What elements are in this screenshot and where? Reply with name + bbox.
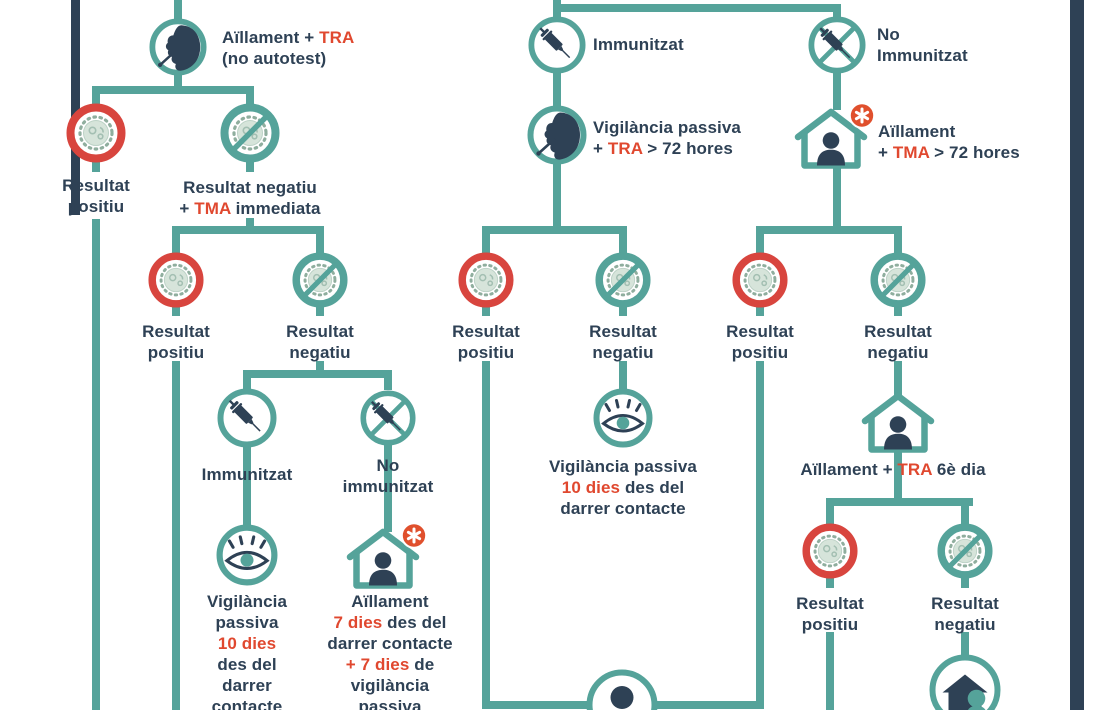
virus-positive-icon xyxy=(148,252,204,308)
connector xyxy=(894,446,902,506)
house-person-filled-circle-icon xyxy=(929,654,1001,710)
syringe-crossed-icon xyxy=(808,16,866,74)
virus-negative-crossed-icon xyxy=(595,252,651,308)
connector xyxy=(826,632,834,710)
house-person-alert-icon xyxy=(343,522,429,592)
virus-negative-crossed-icon xyxy=(937,523,993,579)
label-vigilancia-passiva-10-dies-contacte: Vigilància passiva 10 dies des del darre… xyxy=(549,457,697,518)
connector xyxy=(553,72,561,107)
syringe-icon xyxy=(217,388,277,448)
connector xyxy=(316,361,324,378)
connector xyxy=(384,444,392,532)
frame-edge-left xyxy=(71,0,80,215)
eye-icon xyxy=(593,388,653,448)
connector xyxy=(92,86,254,94)
connector xyxy=(833,72,841,110)
label-aillament-tma-72h: Aïllament + TMA > 72 hores xyxy=(878,122,1020,162)
connector xyxy=(316,305,324,316)
virus-negative-crossed-icon xyxy=(292,252,348,308)
syringe-crossed-icon xyxy=(360,390,416,446)
connector xyxy=(172,226,324,234)
connector xyxy=(619,361,627,389)
connector xyxy=(553,163,561,228)
connector xyxy=(756,305,764,316)
connector xyxy=(246,160,254,172)
connector xyxy=(756,226,764,254)
label-aillament-tra-6e-dia: Aïllament + TRA 6è dia xyxy=(800,460,986,479)
label-vigilancia-passiva-tra-72h: Vigilància passiva + TRA > 72 hores xyxy=(593,118,741,158)
connector xyxy=(826,498,973,506)
connector xyxy=(246,218,254,230)
virus-positive-icon xyxy=(802,523,858,579)
frame-edge-right xyxy=(1070,0,1084,710)
nasal-swab-face-icon xyxy=(149,18,207,76)
connector xyxy=(172,226,180,254)
label-resultat-negatiu-tma: Resultat negatiu + TMA immediata xyxy=(179,178,321,218)
connector xyxy=(482,226,627,234)
connector xyxy=(243,370,251,390)
virus-positive-icon xyxy=(458,252,514,308)
connector xyxy=(174,0,182,20)
label-immunitzat: Immunitzat xyxy=(201,465,293,484)
connector xyxy=(174,74,182,90)
connector xyxy=(92,219,100,710)
label-aillament-tra-root: Aïllament + TRA (no autotest) xyxy=(222,28,355,68)
house-person-icon xyxy=(858,386,938,454)
connector xyxy=(894,361,902,398)
virus-negative-crossed-icon xyxy=(870,252,926,308)
virus-positive-icon xyxy=(732,252,788,308)
connector xyxy=(246,86,254,105)
connector xyxy=(961,576,969,588)
connector xyxy=(961,498,969,525)
connector xyxy=(243,370,392,378)
connector xyxy=(316,226,324,254)
syringe-icon xyxy=(528,16,586,74)
alert-asterisk-badge xyxy=(848,102,876,129)
label-vigilancia-passiva-10-dies: Vigilància passiva 10 dies des del darre… xyxy=(206,592,288,710)
connector xyxy=(384,370,392,390)
connector xyxy=(756,226,902,234)
person-circle-icon xyxy=(586,669,658,710)
connector xyxy=(619,226,627,254)
connector xyxy=(482,305,490,316)
connector xyxy=(619,305,627,316)
connector xyxy=(894,226,902,254)
label-immunitzat: Immunitzat xyxy=(593,35,684,54)
connector xyxy=(756,361,764,709)
connector xyxy=(482,226,490,254)
connector xyxy=(833,164,841,228)
connector xyxy=(553,4,841,12)
connector xyxy=(482,361,490,709)
connector xyxy=(833,4,841,18)
virus-positive-icon xyxy=(66,103,126,163)
connector xyxy=(172,305,180,316)
house-person-alert-icon xyxy=(791,102,877,172)
connector xyxy=(894,305,902,316)
label-aillament-7-dies: Aïllament 7 dies des del darrer contacte… xyxy=(327,592,453,710)
connector xyxy=(92,160,100,172)
connector xyxy=(172,361,180,710)
eye-icon xyxy=(216,524,278,586)
connector xyxy=(961,632,969,656)
virus-negative-crossed-icon xyxy=(220,103,280,163)
connector xyxy=(92,86,100,105)
connector xyxy=(826,576,834,588)
connector xyxy=(826,498,834,525)
nasal-swab-face-icon xyxy=(527,105,587,165)
alert-asterisk-badge xyxy=(400,522,428,549)
connector xyxy=(243,447,251,525)
